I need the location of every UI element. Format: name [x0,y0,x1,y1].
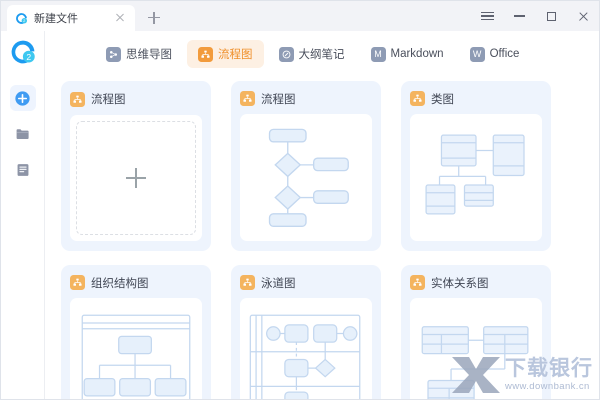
card-title: 流程图 [261,93,296,106]
maximize-button[interactable] [535,1,567,31]
app-logo-icon: 2 [16,12,27,24]
flowchart-icon [410,91,425,107]
tab-label: 流程图 [218,49,253,61]
tab-label: Markdown [390,48,444,60]
card-title: 泳道图 [261,277,296,290]
close-icon[interactable] [113,11,127,25]
card-title: 类图 [431,93,454,106]
card-preview[interactable] [240,114,372,241]
tab-label: 思维导图 [126,49,172,61]
card-title: 实体关系图 [431,277,489,290]
card-title: 组织结构图 [91,277,149,290]
template-grid: 流程图 流程图 [45,77,599,399]
org-chart-preview [81,314,191,399]
card-preview[interactable] [410,298,542,399]
card-preview[interactable] [410,114,542,241]
card-header: 流程图 [70,90,202,108]
template-card-org-chart[interactable]: 组织结构图 [61,265,211,399]
tab-office[interactable]: W Office [459,40,531,68]
window-body: 2 [1,31,599,399]
category-tabs: 思维导图 流程图 大纲笔记 M Markdown [45,31,599,77]
svg-text:2: 2 [26,52,31,62]
template-card-flowchart[interactable]: 流程图 [231,81,381,251]
flowchart-icon [240,275,255,291]
minimize-icon [513,15,525,17]
outline-notes-icon [278,46,294,62]
maximize-icon [546,11,556,21]
sidebar: 2 [1,31,45,399]
tab-markdown[interactable]: M Markdown [360,40,455,68]
plus-icon [126,168,146,188]
new-tab-button[interactable] [143,7,165,29]
card-preview[interactable] [70,298,202,399]
template-card-blank[interactable]: 流程图 [61,81,211,251]
mindmap-icon [106,46,121,62]
hamburger-menu-icon [480,11,494,21]
minimize-button[interactable] [503,1,535,31]
card-title: 流程图 [91,94,126,106]
tab-label: 大纲笔记 [298,49,345,61]
card-preview[interactable] [240,298,372,399]
close-icon [578,11,589,22]
dashed-placeholder [76,121,196,235]
office-icon: W [469,46,485,62]
tab-mindmap[interactable]: 思维导图 [95,40,183,68]
folder-icon [16,129,29,139]
tab-flowchart[interactable]: 流程图 [187,40,264,68]
sidebar-item-open-folder[interactable] [10,121,36,147]
svg-text:2: 2 [23,18,26,23]
class-diagram-preview [425,134,525,215]
sidebar-item-recent-documents[interactable] [10,157,36,183]
template-card-er-diagram[interactable]: 实体关系图 [401,265,551,399]
title-bar: 2 新建文件 [1,1,599,31]
er-diagram-preview [421,326,529,399]
document-tab-title: 新建文件 [34,13,78,25]
flowchart-icon [70,275,85,291]
template-card-class-diagram[interactable]: 类图 [401,81,551,251]
sidebar-item-new-file[interactable] [9,85,36,111]
flowchart-preview [268,128,349,228]
tab-outline-notes[interactable]: 大纲笔记 [268,40,356,68]
swimlane-preview [249,314,361,399]
tab-label: Office [489,48,520,60]
card-header: 流程图 [240,90,372,107]
document-tab[interactable]: 2 新建文件 [7,5,135,31]
card-header: 类图 [410,90,542,107]
document-icon [17,164,28,176]
card-preview[interactable] [70,115,202,241]
window-controls [471,1,599,31]
flowchart-icon [198,46,213,62]
plus-circle-icon [15,90,30,106]
main-content: 思维导图 流程图 大纲笔记 M Markdown [45,31,599,399]
app-logo-icon: 2 [11,40,35,64]
menu-button[interactable] [471,1,503,31]
markdown-icon: M [370,46,386,62]
card-header: 实体关系图 [410,274,542,291]
template-card-swimlane[interactable]: 泳道图 [231,265,381,399]
flowchart-icon [70,91,85,107]
close-button[interactable] [567,1,599,31]
card-header: 组织结构图 [70,274,202,291]
card-header: 泳道图 [240,274,372,291]
flowchart-icon [240,91,255,107]
flowchart-icon [410,275,425,291]
